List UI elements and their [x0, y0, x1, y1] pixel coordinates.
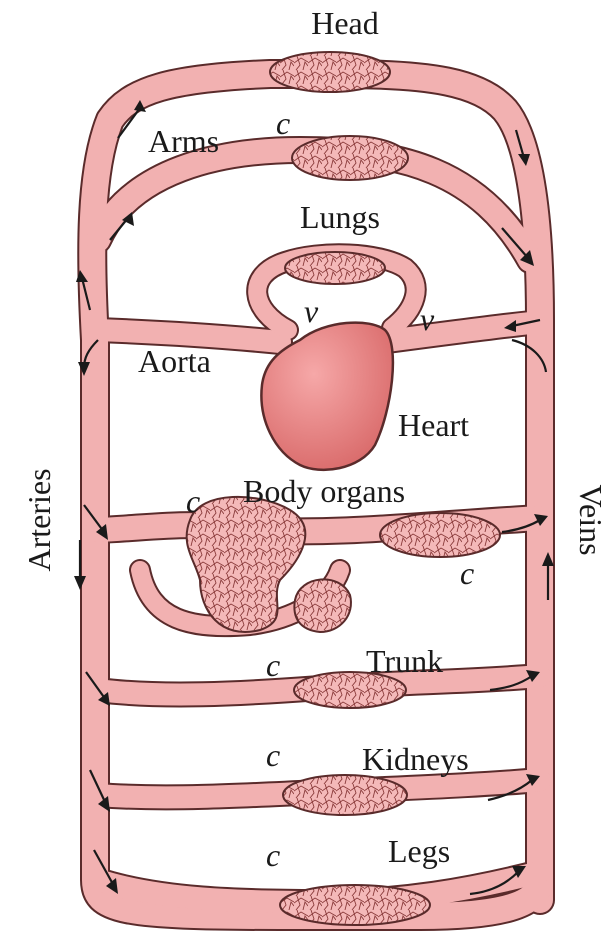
aorta-label: Aorta: [138, 343, 211, 379]
body-organs-capillary-bed-right: [380, 513, 500, 557]
body-organs-capillary-marker-left: c: [186, 483, 200, 519]
lungs-capillary-bed: [285, 252, 385, 284]
kidneys-capillary-marker: c: [266, 737, 280, 773]
veins-label: Veins: [573, 484, 606, 555]
body-organs-label: Body organs: [243, 473, 405, 509]
legs-capillary-marker: c: [266, 837, 280, 873]
arteries-label: Arteries: [21, 468, 57, 571]
body-organs-capillary-marker-right: c: [460, 555, 474, 591]
body-organs-capillary-bed-lower: [294, 579, 351, 632]
head-capillary-bed: [270, 52, 390, 92]
lungs-valve-marker-left: v: [304, 293, 319, 329]
kidneys-capillary-bed: [283, 775, 407, 815]
arms-capillary-bed: [292, 136, 408, 180]
heart-label: Heart: [398, 407, 469, 443]
kidneys-label: Kidneys: [362, 741, 469, 777]
legs-label: Legs: [388, 833, 450, 869]
legs-capillary-bed: [280, 885, 430, 925]
trunk-capillary-marker: c: [266, 647, 280, 683]
lungs-label: Lungs: [300, 199, 380, 235]
lungs-valve-marker-right: v: [420, 301, 435, 337]
trunk-label: Trunk: [366, 643, 443, 679]
head-label: Head: [311, 5, 379, 41]
arms-label: Arms: [148, 123, 219, 159]
arms-capillary-marker: c: [276, 105, 290, 141]
